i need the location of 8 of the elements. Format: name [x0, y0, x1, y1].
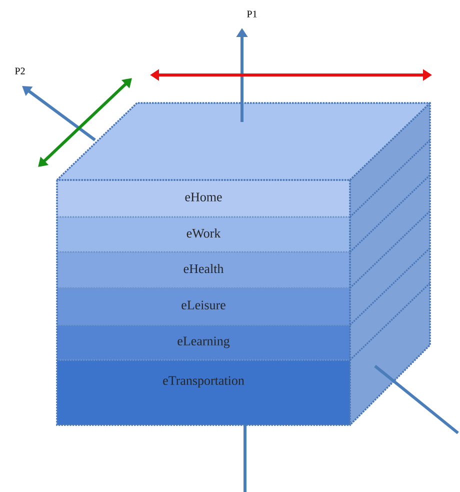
layer-band: eHealth	[57, 252, 350, 288]
axis-label: P1	[247, 10, 257, 18]
layer-band: eHome	[57, 180, 350, 217]
layer-band: eWork	[57, 217, 350, 252]
axis-label: P2	[15, 68, 25, 74]
layer-band: eLeisure	[57, 288, 350, 325]
layer-band: eTransportation	[57, 360, 350, 425]
layer-band: eLearning	[57, 325, 350, 360]
